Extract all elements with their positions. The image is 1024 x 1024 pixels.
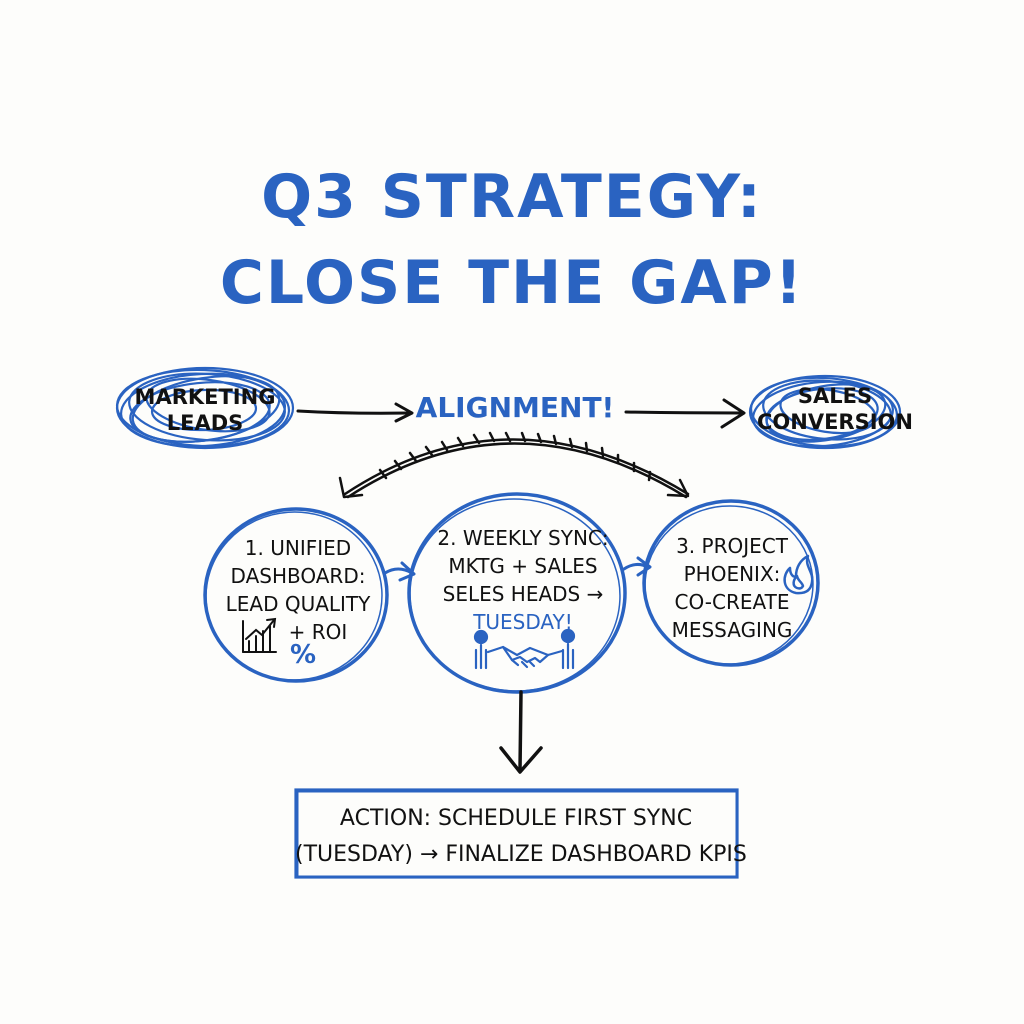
down-arrow [499, 690, 543, 774]
left-to-center-arrow [296, 402, 414, 423]
step-2-line-3: SELES HEADS → [442, 582, 604, 606]
step-circles [203, 492, 820, 694]
center-to-right-arrow [624, 398, 746, 429]
sales-conversion-line-1: SALES [797, 384, 873, 408]
marketing-scribble [115, 366, 295, 450]
step-2-weekly-sync: 2. WEEKLY SYNC: MKTG + SALES SELES HEADS… [418, 524, 628, 636]
title-line-1: Q3 STRATEGY: [261, 162, 763, 232]
step-3-line-3: CO-CREATE [674, 590, 790, 614]
marketing-leads-label: MARKETING LEADS [100, 384, 310, 436]
action-line-2: (TUESDAY) → FINALIZE DASHBOARD KPIS [295, 842, 747, 867]
step-3-line-2: PHOENIX: [683, 562, 781, 586]
step-1-line-4: + ROI [288, 620, 348, 644]
action-line-1: ACTION: SCHEDULE FIRST SYNC [339, 806, 693, 831]
double-headed-curve-arrow [338, 431, 690, 499]
step-3-line-1: 3. PROJECT [676, 534, 788, 558]
sales-scribble [748, 374, 902, 450]
step-2-line-1: 2. WEEKLY SYNC: [437, 526, 609, 550]
growth-chart-icon [242, 617, 277, 653]
step-1-line-3: LEAD QUALITY [225, 592, 371, 616]
handshake-icon [473, 628, 576, 670]
percent-badge: % [290, 640, 317, 670]
step-2-line-4: TUESDAY! [473, 610, 573, 634]
marketing-leads-line-2: LEADS [166, 411, 244, 435]
sales-conversion-line-2: CONVERSION [757, 410, 913, 434]
alignment-label: ALIGNMENT! [415, 391, 615, 424]
step-1-unified-dashboard: 1. UNIFIED DASHBOARD: LEAD QUALITY + ROI [208, 534, 388, 646]
action-box-frame [294, 788, 739, 879]
step-1-line-1: 1. UNIFIED [244, 536, 352, 560]
step-3-project-phoenix: 3. PROJECT PHOENIX: CO-CREATE MESSAGING [652, 532, 812, 644]
marketing-leads-line-1: MARKETING [134, 385, 276, 409]
step-3-line-4: MESSAGING [671, 618, 793, 642]
flame-icon [783, 554, 814, 595]
step-connector-arrows [383, 556, 652, 582]
step-1-line-2: DASHBOARD: [230, 564, 366, 588]
sales-conversion-label: SALES CONVERSION [740, 383, 930, 435]
title-line-2: CLOSE THE GAP! [219, 248, 805, 318]
step-2-line-2: MKTG + SALES [448, 554, 598, 578]
